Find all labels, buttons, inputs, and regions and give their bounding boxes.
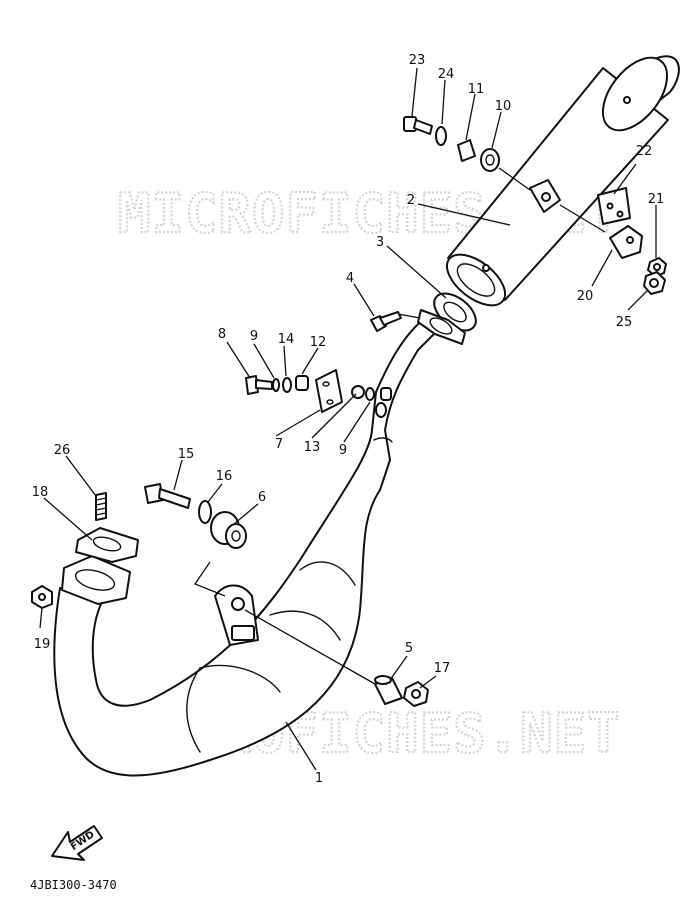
callout-21: 21: [648, 192, 665, 207]
callout-25: 25: [616, 315, 633, 330]
bracket-collar: [609, 225, 643, 259]
callout-9a: 9: [250, 329, 258, 344]
callout-11: 11: [468, 82, 485, 97]
callout-leaders: [39, 67, 657, 771]
callout-5: 5: [405, 641, 413, 656]
callout-13: 13: [304, 440, 321, 455]
callout-8: 8: [218, 327, 226, 342]
callout-16: 16: [216, 469, 233, 484]
rubber-plate: [315, 369, 343, 413]
callout-26: 26: [54, 443, 71, 458]
callout-2: 2: [407, 193, 415, 208]
silencer-mount-hardware: [403, 116, 500, 172]
callout-17: 17: [434, 661, 451, 676]
stud-26: [95, 492, 107, 521]
callout-14: 14: [278, 332, 295, 347]
callout-12: 12: [310, 335, 327, 350]
callout-20: 20: [577, 289, 594, 304]
callout-labels: 23 24 11 10 2 3 4 22 21 20 25 8 9 14 12 …: [32, 53, 665, 786]
callout-19: 19: [34, 637, 51, 652]
callout-24: 24: [438, 67, 455, 82]
exhaust-pipe: [53, 309, 466, 777]
callout-23: 23: [409, 53, 426, 68]
fwd-arrow-icon: FWD: [51, 825, 103, 861]
callout-9b: 9: [339, 443, 347, 458]
callout-3: 3: [376, 235, 384, 250]
callout-15: 15: [178, 447, 195, 462]
callout-1: 1: [315, 771, 323, 786]
callout-4: 4: [346, 271, 354, 286]
silencer: [446, 55, 680, 307]
callout-22: 22: [636, 144, 653, 159]
diagram-code: 4JBI300-3470: [30, 878, 117, 892]
callout-18: 18: [32, 485, 49, 500]
callout-6: 6: [258, 490, 266, 505]
callout-10: 10: [495, 99, 512, 114]
callout-7: 7: [275, 437, 283, 452]
bolt-15-assembly: [144, 483, 247, 597]
